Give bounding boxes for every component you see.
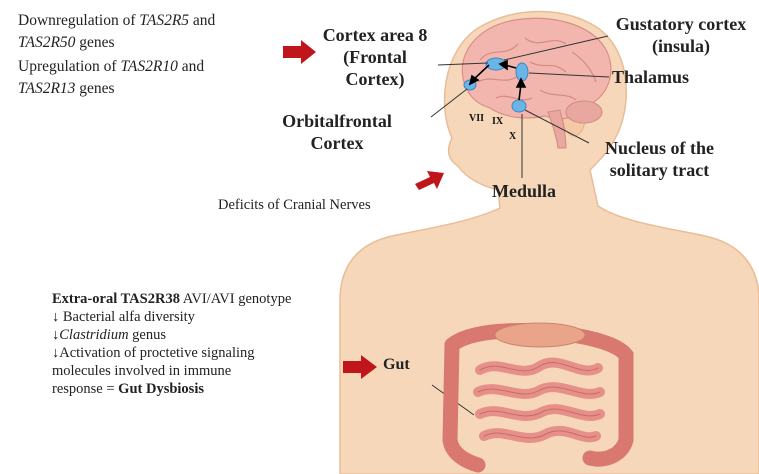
gene-tas2r50: TAS2R50 (18, 34, 75, 51)
cerebellum (566, 101, 602, 123)
thalamus-label: Thalamus (612, 66, 689, 88)
cranial-nerve-ix: IX (492, 116, 503, 127)
orbitofrontal-cortex-label: Orbitalfrontal Cortex (272, 110, 402, 154)
nucleus-solitary-tract-label: Nucleus of the solitary tract (592, 137, 727, 181)
cranial-nerve-deficits-text: Deficits of Cranial Nerves (218, 196, 371, 214)
cranial-nerve-x: X (509, 131, 516, 142)
gene-tas2r13: TAS2R13 (18, 80, 75, 97)
gene-tas2r5: TAS2R5 (139, 12, 189, 29)
cranial-nerve-vii: VII (469, 113, 484, 124)
gut-label: Gut (383, 356, 410, 374)
nucleus-node (512, 100, 526, 112)
gut-dysbiosis-text: Extra-oral TAS2R38 AVI/AVI genotype ↓ Ba… (52, 290, 291, 398)
medulla-label: Medulla (492, 180, 556, 202)
cortex-area-8-label: Cortex area 8 (Frontal Cortex) (315, 24, 435, 90)
gene-downregulation-text: Downregulation of TAS2R5 and TAS2R50 gen… (18, 10, 215, 54)
gene-upregulation-text: Upregulation of TAS2R10 and TAS2R13 gene… (18, 56, 204, 100)
red-arrow-genes (283, 40, 316, 64)
thalamus-node (516, 63, 528, 81)
gustatory-cortex-label: Gustatory cortex (insula) (606, 13, 756, 57)
red-arrow-cranial-nerves (415, 171, 444, 190)
gene-tas2r10: TAS2R10 (120, 58, 177, 75)
